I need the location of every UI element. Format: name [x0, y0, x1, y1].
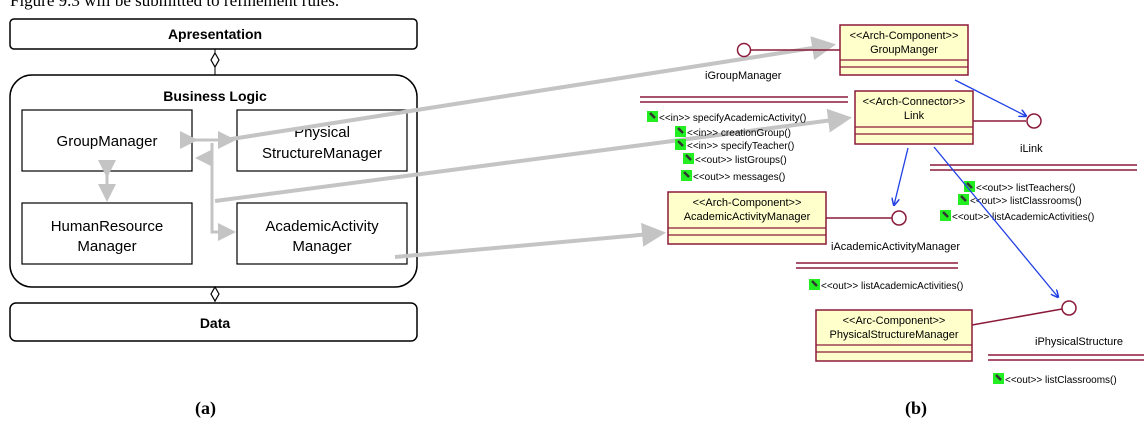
ilink-operations: <<out>> listTeachers() <<out>> listClass…: [940, 181, 1094, 223]
academic-stereotype: <<Arch-Component>>: [693, 197, 802, 209]
link-connector: <<Arch-Connector>> Link: [854, 90, 974, 145]
iacademic-op-1: <<out>> listAcademicActivities(): [821, 281, 963, 292]
physical-structure-manager-component: <<Arc-Component>> PhysicalStructureManag…: [815, 309, 973, 362]
op-icon: [683, 153, 694, 164]
iphysical-interface: iPhysicalStructure: [971, 300, 1123, 348]
ilink-op-2: <<out>> listClassrooms(): [970, 196, 1082, 207]
op-icon: [809, 279, 820, 290]
igroupmanager-interface: iGroupManager: [705, 42, 840, 82]
human-resource-manager-box: [21, 202, 193, 265]
op-icon: [675, 126, 686, 137]
panel-b: iGroupManager <<Arch-Component>> GroupMa…: [640, 24, 1144, 386]
ilink-label: iLink: [1020, 143, 1043, 155]
iphysical-operations: <<out>> listClassrooms(): [993, 373, 1117, 386]
iphysical-label: iPhysicalStructure: [1035, 336, 1123, 348]
business-logic-label: Business Logic: [163, 88, 267, 104]
diamond-connector-top: [210, 49, 220, 75]
diamond-connector-bottom: [210, 285, 220, 303]
human-resource-label-1: HumanResource: [51, 218, 164, 235]
presentation-layer: [9, 18, 418, 50]
data-label: Data: [200, 315, 231, 331]
caption-b: (b): [905, 398, 927, 418]
igroupmanager-label: iGroupManager: [705, 70, 782, 82]
physical-structure-label-2: StructureManager: [262, 145, 382, 162]
iphysical-ops-rules: [988, 354, 1144, 361]
mapping-arrows: [214, 36, 852, 259]
blue-arrow-link-iphysical: [933, 146, 1058, 297]
link-op-3: <<in>> specifyTeacher(): [687, 141, 794, 152]
ilink-interface: iLink: [973, 113, 1043, 155]
op-icon: [940, 210, 951, 221]
group-manger-component: <<Arch-Component>> GroupManger: [839, 24, 969, 76]
physical-structure-manager-box: [236, 109, 408, 172]
link-op-5: <<out>> messages(): [693, 172, 785, 183]
ilink-op-1: <<out>> listTeachers(): [976, 183, 1076, 194]
link-stereotype: <<Arch-Connector>>: [863, 96, 966, 108]
link-operations: <<in>> specifyAcademicActivity() <<in>> …: [647, 111, 806, 183]
op-icon: [647, 111, 658, 122]
op-icon: [964, 181, 975, 192]
link-op-4: <<out>> listGroups(): [695, 155, 787, 166]
caption-a: (a): [195, 398, 216, 418]
physical-stereotype: <<Arc-Component>>: [843, 315, 946, 327]
presentation-label: Apresentation: [168, 26, 262, 42]
clipped-heading: Figure 9.3 will be submitted to refineme…: [10, 0, 340, 10]
blue-arrow-groupmanager-ilink: [954, 79, 1026, 116]
link-op-2: <<in>> creationGroup(): [687, 128, 791, 139]
group-manger-name: GroupManger: [870, 44, 938, 56]
op-icon: [993, 373, 1004, 384]
ilink-ops-rules: [930, 164, 1137, 171]
link-op-1: <<in>> specifyAcademicActivity(): [659, 113, 806, 124]
data-layer: [9, 302, 418, 342]
link-name: Link: [904, 110, 925, 122]
iacademic-ops-rules: [796, 262, 958, 269]
group-manger-stereotype: <<Arch-Component>>: [850, 30, 959, 42]
physical-name: PhysicalStructureManager: [829, 329, 958, 341]
iacademic-interface: iAcademicActivityManager: [826, 210, 960, 253]
iacademic-operations: <<out>> listAcademicActivities(): [809, 279, 963, 292]
link-ops-rules: [640, 96, 848, 103]
blue-arrow-link-iacademic: [894, 147, 909, 205]
academic-activity-label-1: AcademicActivity: [265, 218, 379, 235]
op-icon: [675, 139, 686, 150]
academic-activity-manager-box: [236, 202, 408, 265]
academic-activity-label-2: Manager: [292, 238, 351, 255]
iacademic-label: iAcademicActivityManager: [831, 241, 960, 253]
panel-a: Apresentation Business Logic GroupManage…: [9, 18, 418, 342]
academic-name: AcademicActivityManager: [684, 211, 811, 223]
iphysical-op-1: <<out>> listClassrooms(): [1005, 375, 1117, 386]
op-icon: [681, 170, 692, 181]
op-icon: [958, 194, 969, 205]
group-manager-label: GroupManager: [57, 133, 158, 150]
ilink-op-3: <<out>> listAcademicActivities(): [952, 212, 1094, 223]
academic-activity-manager-component: <<Arch-Component>> AcademicActivityManag…: [667, 191, 827, 245]
human-resource-label-2: Manager: [77, 238, 136, 255]
